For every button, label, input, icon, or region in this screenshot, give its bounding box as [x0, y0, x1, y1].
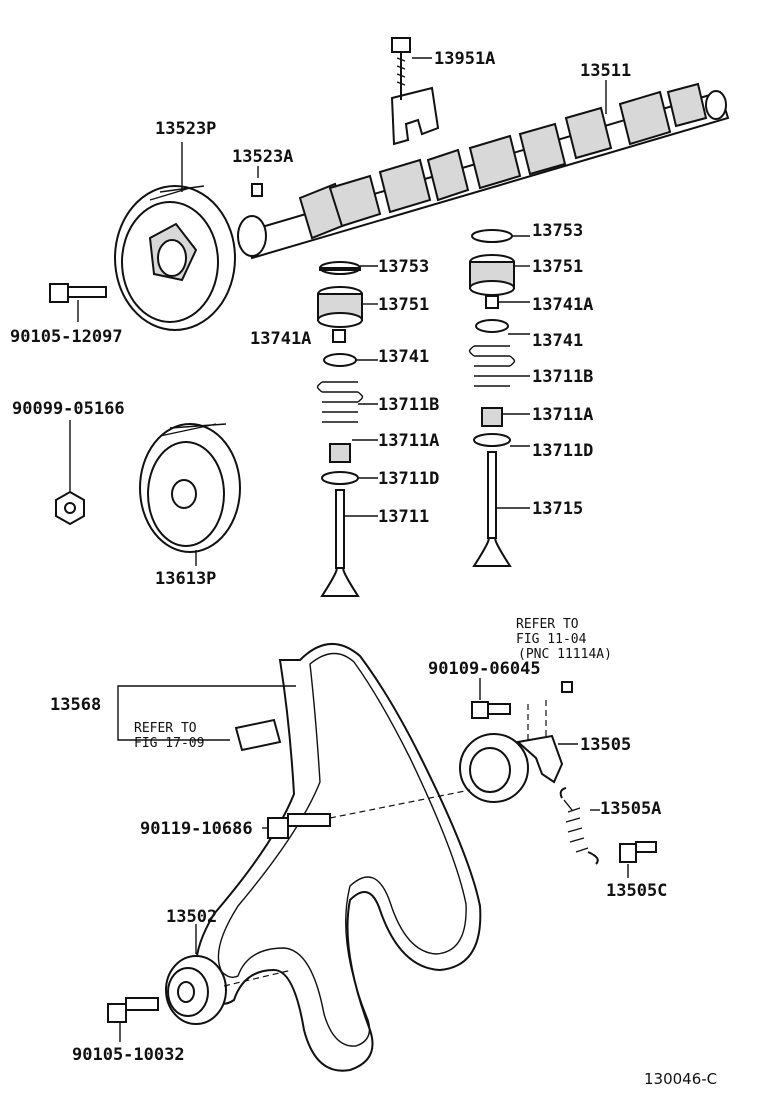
label-13523A: 13523A — [232, 147, 293, 167]
refer-left-line1: REFER TO — [134, 721, 197, 736]
label-13711A-right: 13711A — [532, 405, 593, 425]
label-13715: 13715 — [532, 499, 583, 519]
label-90105-10032: 90105-10032 — [72, 1045, 185, 1065]
label-13753-right: 13753 — [532, 221, 583, 241]
label-13505: 13505 — [580, 735, 631, 755]
timing-belt — [195, 642, 482, 1072]
label-90119-10686: 90119-10686 — [140, 819, 253, 839]
nut-90099-05166 — [55, 490, 85, 526]
crankshaft-timing-pulley — [139, 423, 241, 553]
label-13711: 13711 — [378, 507, 429, 527]
label-13711D-right: 13711D — [532, 441, 593, 461]
tension-spring — [559, 787, 599, 865]
tensioner-pulley — [459, 733, 564, 803]
label-13613P: 13613P — [155, 569, 216, 589]
label-13753-left: 13753 — [378, 257, 429, 277]
label-90109-06045: 90109-06045 — [428, 659, 541, 679]
idler-pulley — [165, 955, 227, 1025]
valve-stack-left — [316, 261, 364, 597]
refer-left-line2: FIG 17-09 — [134, 736, 204, 751]
label-13951A: 13951A — [434, 49, 495, 69]
label-13568: 13568 — [50, 695, 101, 715]
label-13741A-left: 13741A — [250, 329, 311, 349]
label-13741-left: 13741 — [378, 347, 429, 367]
label-13711D-left: 13711D — [378, 469, 439, 489]
camshaft-pulley — [114, 185, 236, 331]
label-13505A: 13505A — [600, 799, 661, 819]
bearing-cap — [390, 86, 440, 146]
label-90105-12097: 90105-12097 — [10, 327, 123, 347]
stud — [561, 681, 573, 693]
label-13711B-left: 13711B — [378, 395, 439, 415]
bolt-90105-12097 — [49, 283, 107, 303]
bolt-90109-06045 — [471, 701, 511, 719]
label-sticker-icon — [234, 718, 282, 752]
label-13502: 13502 — [166, 907, 217, 927]
label-13505C: 13505C — [606, 881, 667, 901]
bolt-90119-10686 — [267, 813, 331, 839]
knock-pin — [251, 183, 263, 197]
label-13711A-left: 13711A — [378, 431, 439, 451]
label-13741A-right: 13741A — [532, 295, 593, 315]
label-13523P: 13523P — [155, 119, 216, 139]
refer-right-line3: (PNC 11114A) — [518, 647, 612, 662]
bolt-90105-10032 — [107, 997, 159, 1023]
camshaft — [237, 82, 730, 260]
label-13741-right: 13741 — [532, 331, 583, 351]
bolt-13505C — [619, 841, 657, 863]
refer-right-line2: FIG 11-04 — [516, 632, 587, 647]
label-13511: 13511 — [580, 61, 631, 81]
label-13751-right: 13751 — [532, 257, 583, 277]
refer-right-line1: REFER TO — [516, 617, 579, 632]
valve-stack-right — [468, 229, 516, 567]
label-13751-left: 13751 — [378, 295, 429, 315]
label-13711B-right: 13711B — [532, 367, 593, 387]
label-90099-05166: 90099-05166 — [12, 399, 125, 419]
figure-id: 130046-C — [644, 1070, 717, 1088]
bolt-13951A — [391, 37, 411, 100]
